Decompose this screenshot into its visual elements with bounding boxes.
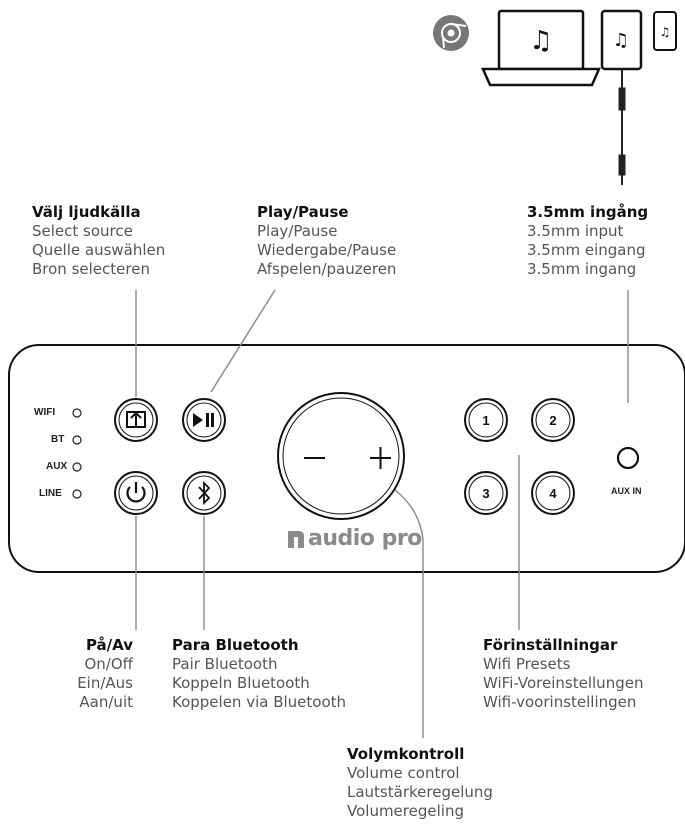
callout-line: Select source (32, 222, 133, 240)
svg-text:♫: ♫ (613, 30, 629, 51)
preset-1-label: 1 (482, 413, 489, 428)
callout-aux-input: 3.5mm ingång 3.5mm input 3.5mm eingang 3… (527, 203, 648, 279)
callout-title: Förinställningar (483, 636, 618, 654)
preset-buttons[interactable] (464, 398, 575, 515)
svg-text:♫: ♫ (660, 25, 671, 39)
callout-line: 3.5mm input (527, 222, 624, 240)
callout-line: 3.5mm eingang (527, 241, 646, 259)
tablet-icon: ♫ (600, 9, 643, 71)
leader-lines (135, 289, 629, 738)
brand-name: audio pro (308, 526, 422, 551)
indicator-wifi-label: WIFI (34, 407, 56, 418)
callout-title: Play/Pause (257, 203, 349, 221)
callout-line: Wifi-voorinstellingen (483, 693, 637, 711)
preset-2-label: 2 (549, 413, 556, 428)
laptop-icon: ♫ (481, 9, 601, 87)
callout-line: 3.5mm ingang (527, 260, 637, 278)
callout-line: Play/Pause (257, 222, 338, 240)
aux-cable (618, 70, 626, 185)
callout-line: Volumeregeling (347, 802, 464, 820)
callout-line: On/Off (84, 655, 133, 673)
indicator-aux-label: AUX (46, 461, 68, 472)
callout-line: Afspelen/pauzeren (257, 260, 397, 278)
callout-line: Pair Bluetooth (172, 655, 278, 673)
callout-title: Välj ljudkälla (32, 203, 141, 221)
phone-icon: ♫ (653, 11, 677, 51)
callout-title: Para Bluetooth (172, 636, 299, 654)
chrome-icon (433, 15, 469, 51)
brand-logo-mark (288, 531, 304, 548)
callout-line: Koppelen via Bluetooth (172, 693, 347, 711)
callout-title: På/Av (85, 636, 133, 654)
aux-in-label: AUX IN (611, 486, 642, 496)
callout-title: Volymkontroll (347, 745, 465, 763)
callout-line: Lautstärkeregelung (347, 783, 493, 801)
callout-title: 3.5mm ingång (527, 203, 649, 221)
callout-line: Bron selecteren (32, 260, 150, 278)
preset-4-label: 4 (549, 486, 557, 501)
indicator-leds (72, 408, 82, 499)
source-button[interactable] (114, 398, 158, 442)
callout-select-source: Välj ljudkälla Select source Quelle ausw… (32, 203, 165, 279)
callout-presets: Förinställningar Wifi Presets WiFi-Vorei… (483, 636, 643, 712)
indicator-bt-label: BT (51, 434, 65, 445)
callout-line: Ein/Aus (77, 674, 133, 692)
aux-jack[interactable] (616, 446, 640, 470)
callout-line: Volume control (347, 764, 460, 782)
callout-volume: Volymkontroll Volume control Lautstärker… (347, 745, 493, 821)
callout-power: På/Av On/Off Ein/Aus Aan/uit (77, 636, 133, 712)
callout-line: Wiedergabe/Pause (257, 241, 397, 259)
callout-pair-bluetooth: Para Bluetooth Pair Bluetooth Koppeln Bl… (172, 636, 346, 712)
bluetooth-button[interactable] (182, 471, 226, 515)
callout-line: Wifi Presets (483, 655, 571, 673)
indicator-line-label: LINE (39, 488, 62, 499)
callout-line: Quelle auswählen (32, 241, 166, 259)
play-pause-button[interactable] (182, 398, 226, 442)
svg-text:♫: ♫ (529, 26, 552, 56)
callout-line: Koppeln Bluetooth (172, 674, 310, 692)
volume-dial[interactable] (277, 392, 405, 520)
preset-3-label: 3 (482, 486, 489, 501)
callout-line: Aan/uit (79, 693, 133, 711)
callout-line: WiFi-Voreinstellungen (483, 674, 644, 692)
callout-play-pause: Play/Pause Play/Pause Wiedergabe/Pause A… (257, 203, 396, 279)
power-button[interactable] (114, 471, 158, 515)
